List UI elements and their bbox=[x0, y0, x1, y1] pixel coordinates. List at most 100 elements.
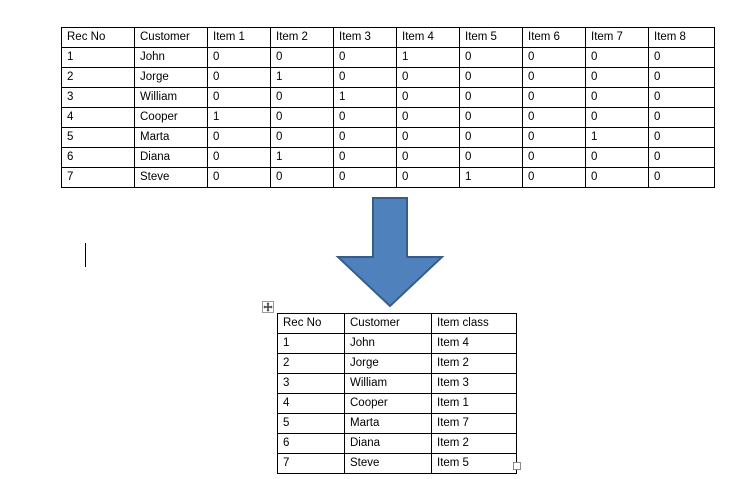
table-cell[interactable]: 3 bbox=[61, 87, 135, 108]
table-cell[interactable]: 0 bbox=[396, 167, 460, 188]
table-cell[interactable]: John bbox=[344, 333, 432, 354]
table-cell[interactable]: Item 5 bbox=[431, 453, 517, 474]
column-header[interactable]: Item 6 bbox=[522, 27, 586, 48]
table-cell[interactable]: 2 bbox=[277, 353, 345, 374]
table-cell[interactable]: 0 bbox=[459, 87, 523, 108]
table-cell[interactable]: 0 bbox=[459, 67, 523, 88]
table-cell[interactable]: 0 bbox=[459, 47, 523, 68]
table-cell[interactable]: 5 bbox=[277, 413, 345, 434]
table-cell[interactable]: 1 bbox=[207, 107, 271, 128]
table-cell[interactable]: 0 bbox=[459, 107, 523, 128]
table-cell[interactable]: 0 bbox=[585, 47, 649, 68]
table-cell[interactable]: 6 bbox=[277, 433, 345, 454]
column-header[interactable]: Customer bbox=[344, 313, 432, 334]
down-arrow-shape[interactable] bbox=[334, 196, 446, 308]
table-cell[interactable]: 0 bbox=[270, 107, 334, 128]
table-cell[interactable]: 0 bbox=[522, 167, 586, 188]
table-cell[interactable]: 1 bbox=[277, 333, 345, 354]
table-cell[interactable]: 0 bbox=[207, 127, 271, 148]
column-header[interactable]: Item 5 bbox=[459, 27, 523, 48]
table-cell[interactable]: 0 bbox=[585, 87, 649, 108]
table-cell[interactable]: 0 bbox=[522, 87, 586, 108]
table-cell[interactable]: William bbox=[134, 87, 208, 108]
table-cell[interactable]: 0 bbox=[270, 167, 334, 188]
column-header[interactable]: Item 1 bbox=[207, 27, 271, 48]
table-cell[interactable]: 0 bbox=[333, 147, 397, 168]
table-cell[interactable]: 3 bbox=[277, 373, 345, 394]
table-cell[interactable]: Item 2 bbox=[431, 353, 517, 374]
table-cell[interactable]: 0 bbox=[207, 147, 271, 168]
table-cell[interactable]: Marta bbox=[344, 413, 432, 434]
table-cell[interactable]: 0 bbox=[333, 67, 397, 88]
table-cell[interactable]: 0 bbox=[207, 67, 271, 88]
table-cell[interactable]: 0 bbox=[648, 87, 715, 108]
table-cell[interactable]: Cooper bbox=[344, 393, 432, 414]
table-cell[interactable]: 0 bbox=[522, 67, 586, 88]
column-header[interactable]: Item 8 bbox=[648, 27, 715, 48]
table-cell[interactable]: 7 bbox=[277, 453, 345, 474]
table-cell[interactable]: Jorge bbox=[134, 67, 208, 88]
table-cell[interactable]: William bbox=[344, 373, 432, 394]
table-cell[interactable]: 0 bbox=[396, 127, 460, 148]
table-cell[interactable]: 4 bbox=[61, 107, 135, 128]
table-cell[interactable]: 0 bbox=[396, 87, 460, 108]
table-cell[interactable]: 0 bbox=[522, 47, 586, 68]
column-header[interactable]: Item 2 bbox=[270, 27, 334, 48]
table-cell[interactable]: 0 bbox=[396, 107, 460, 128]
table-cell[interactable]: 0 bbox=[333, 127, 397, 148]
table-cell[interactable]: 0 bbox=[396, 147, 460, 168]
table-cell[interactable]: 1 bbox=[333, 87, 397, 108]
table-cell[interactable]: 0 bbox=[522, 147, 586, 168]
table-cell[interactable]: 1 bbox=[61, 47, 135, 68]
column-header[interactable]: Customer bbox=[134, 27, 208, 48]
table-cell[interactable]: 7 bbox=[61, 167, 135, 188]
table-cell[interactable]: Cooper bbox=[134, 107, 208, 128]
table-cell[interactable]: 5 bbox=[61, 127, 135, 148]
table-cell[interactable]: 6 bbox=[61, 147, 135, 168]
table-cell[interactable]: 0 bbox=[648, 147, 715, 168]
table-cell[interactable]: Steve bbox=[134, 167, 208, 188]
table-cell[interactable]: 0 bbox=[207, 167, 271, 188]
table-cell[interactable]: 0 bbox=[585, 167, 649, 188]
column-header[interactable]: Rec No bbox=[277, 313, 345, 334]
table-cell[interactable]: 0 bbox=[207, 87, 271, 108]
table-cell[interactable]: 0 bbox=[585, 147, 649, 168]
table-cell[interactable]: 0 bbox=[333, 107, 397, 128]
move-cross-icon[interactable] bbox=[262, 301, 274, 313]
table-cell[interactable]: 0 bbox=[270, 47, 334, 68]
table-cell[interactable]: 0 bbox=[522, 107, 586, 128]
table-cell[interactable]: Jorge bbox=[344, 353, 432, 374]
table-cell[interactable]: 0 bbox=[270, 127, 334, 148]
column-header[interactable]: Item 3 bbox=[333, 27, 397, 48]
table-cell[interactable]: 1 bbox=[270, 147, 334, 168]
table-cell[interactable]: Item 1 bbox=[431, 393, 517, 414]
table-cell[interactable]: Item 2 bbox=[431, 433, 517, 454]
table-cell[interactable]: Marta bbox=[134, 127, 208, 148]
table-resize-handle[interactable] bbox=[513, 462, 521, 470]
table-cell[interactable]: 0 bbox=[333, 47, 397, 68]
table-cell[interactable]: Steve bbox=[344, 453, 432, 474]
table-cell[interactable]: 1 bbox=[396, 47, 460, 68]
table-cell[interactable]: 0 bbox=[333, 167, 397, 188]
table-cell[interactable]: 0 bbox=[270, 87, 334, 108]
table-cell[interactable]: Diana bbox=[344, 433, 432, 454]
table-cell[interactable]: 0 bbox=[522, 127, 586, 148]
table-cell[interactable]: 0 bbox=[585, 67, 649, 88]
table-cell[interactable]: 0 bbox=[396, 67, 460, 88]
column-header[interactable]: Item class bbox=[431, 313, 517, 334]
table-cell[interactable]: 1 bbox=[459, 167, 523, 188]
table-cell[interactable]: 0 bbox=[648, 107, 715, 128]
table-cell[interactable]: 0 bbox=[207, 47, 271, 68]
table-cell[interactable]: Diana bbox=[134, 147, 208, 168]
column-header[interactable]: Item 4 bbox=[396, 27, 460, 48]
table-cell[interactable]: 0 bbox=[648, 67, 715, 88]
table-cell[interactable]: 4 bbox=[277, 393, 345, 414]
table-cell[interactable]: 2 bbox=[61, 67, 135, 88]
table-cell[interactable]: 1 bbox=[270, 67, 334, 88]
table-cell[interactable]: Item 3 bbox=[431, 373, 517, 394]
table-cell[interactable]: Item 7 bbox=[431, 413, 517, 434]
table-cell[interactable]: Item 4 bbox=[431, 333, 517, 354]
table-cell[interactable]: 0 bbox=[459, 127, 523, 148]
